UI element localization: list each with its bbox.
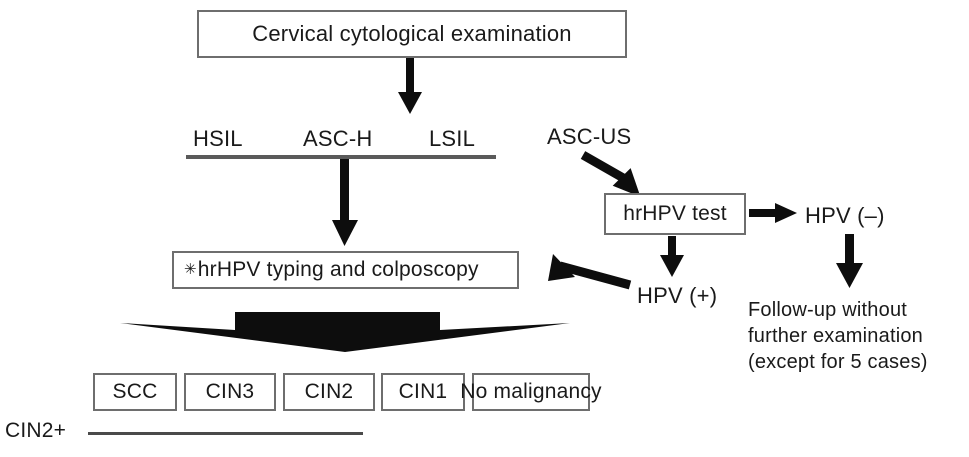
hpv-negative-label: HPV (–)	[805, 203, 885, 228]
cytology-class-hsil: HSIL	[193, 126, 243, 151]
arrow-classes-to-colposcopy	[332, 157, 358, 246]
cytology-class-grouping-rule	[186, 155, 496, 159]
arrow-hrhpv-to-hpv-positive	[660, 236, 684, 277]
result-box-cin2[interactable]: CIN2	[283, 373, 375, 411]
cervical-cytological-examination-box[interactable]: Cervical cytological examination	[197, 10, 627, 58]
cytology-class-lsil: LSIL	[429, 126, 476, 151]
cin2plus-bracket-label: CIN2+	[5, 419, 67, 442]
asterisk-icon: ✳	[184, 260, 197, 278]
arrow-ascus-to-hrhpv-test	[580, 151, 641, 197]
hrhpv-test-box[interactable]: hrHPV test	[604, 193, 746, 235]
arrow-colposcopy-to-results	[120, 312, 570, 352]
result-box-scc[interactable]: SCC	[93, 373, 177, 411]
result-box-cin1[interactable]: CIN1	[381, 373, 465, 411]
cytology-class-asch: ASC-H	[303, 126, 373, 151]
cytology-class-ascus: ASC-US	[547, 124, 632, 149]
hpv-positive-label: HPV (+)	[637, 283, 718, 308]
cin2plus-bracket-rule	[88, 432, 363, 435]
arrow-hrhpv-to-hpv-negative	[749, 203, 797, 223]
arrow-hpv-positive-to-colposcopy	[548, 254, 632, 290]
result-box-no-malignancy[interactable]: No malignancy	[460, 373, 602, 411]
hrhpv-typing-and-colposcopy-box[interactable]: ✳ hrHPV typing and colposcopy	[172, 251, 519, 289]
arrow-hpv-negative-to-followup	[836, 234, 863, 288]
arrow-cytology-to-classes	[398, 58, 422, 114]
result-box-cin3[interactable]: CIN3	[184, 373, 276, 411]
followup-without-further-examination-label: Follow-up without further examination (e…	[748, 299, 928, 373]
hrhpv-typing-and-colposcopy-label: hrHPV typing and colposcopy	[197, 258, 479, 281]
